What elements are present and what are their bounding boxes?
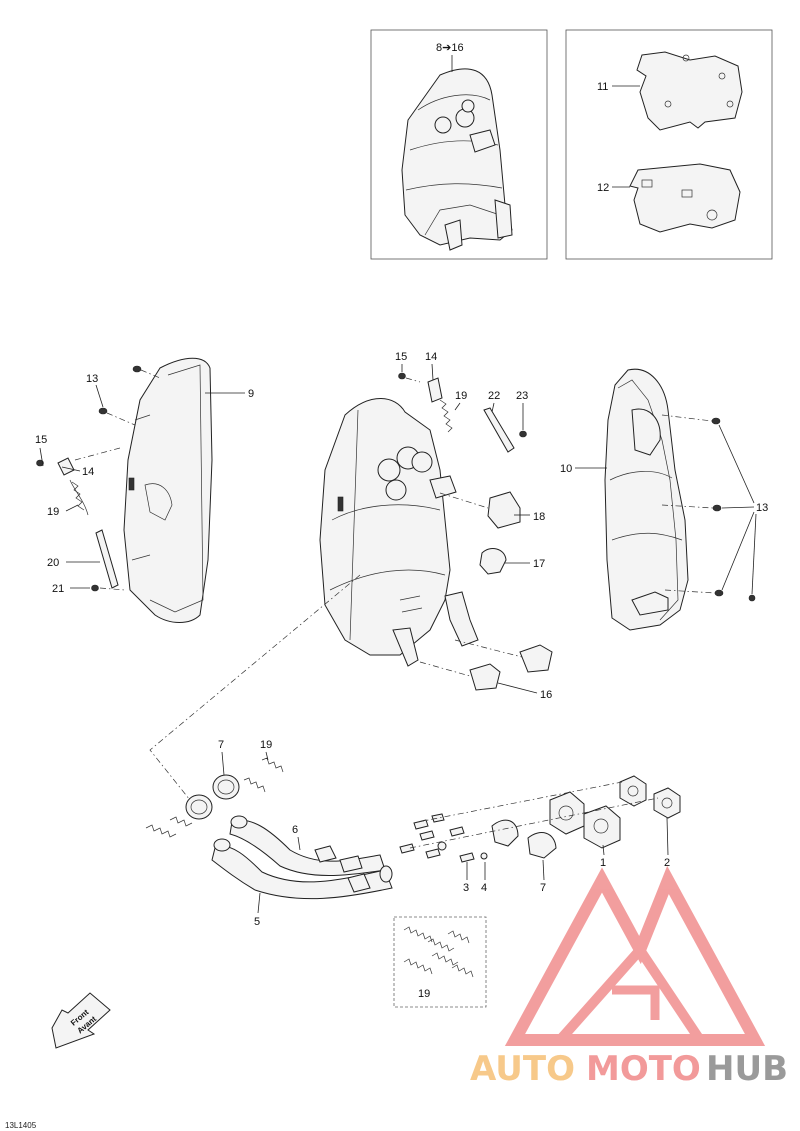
callout-15-left: 15	[35, 434, 47, 446]
right-hardware	[661, 414, 756, 602]
front-direction-arrow: Front Avant	[51, 992, 111, 1049]
callout-14-left: 14	[82, 466, 94, 478]
callout-19-left: 19	[47, 506, 59, 518]
callout-9: 9	[248, 388, 254, 400]
flange-hardware	[399, 775, 681, 863]
watermark-hub: HUB	[706, 1049, 788, 1089]
spring-kit-inset	[393, 916, 487, 1008]
callout-18: 18	[533, 511, 545, 523]
callout-17: 17	[533, 558, 545, 570]
callout-21: 21	[52, 583, 64, 595]
watermark-text: AUTO MOTO HUB	[470, 1049, 788, 1089]
callout-10: 10	[560, 463, 572, 475]
callout-8-16: 8➔16	[436, 42, 464, 54]
callout-11: 11	[597, 81, 608, 93]
watermark-logo	[504, 865, 766, 1046]
callout-19-kit: 19	[418, 988, 430, 1000]
watermark-moto: MOTO	[586, 1049, 701, 1089]
watermark-auto: AUTO	[470, 1049, 575, 1089]
center-muffler	[319, 398, 479, 667]
callout-15-center: 15	[395, 351, 407, 363]
inset-box-muffler-assembly	[370, 29, 548, 260]
callout-12: 12	[597, 182, 609, 194]
callout-2: 2	[664, 857, 670, 869]
callout-3: 3	[463, 882, 469, 894]
callout-22: 22	[488, 390, 500, 402]
left-hardware	[36, 365, 161, 592]
drawing-code: 13L1405	[5, 1121, 37, 1130]
callout-4: 4	[481, 882, 487, 894]
callout-16: 16	[540, 689, 552, 701]
callout-1: 1	[600, 857, 606, 869]
callout-5: 5	[254, 916, 260, 928]
callout-19-center: 19	[455, 390, 467, 402]
callout-7-right: 7	[540, 882, 546, 894]
callout-20: 20	[47, 557, 59, 569]
callout-14-center: 14	[425, 351, 437, 363]
center-hardware	[398, 372, 553, 691]
callout-13-right: 13	[756, 502, 768, 514]
callout-23: 23	[516, 390, 528, 402]
left-heat-shield	[123, 357, 213, 623]
callout-7-left: 7	[218, 739, 224, 751]
exhaust-headers	[211, 815, 393, 900]
right-heat-shield	[604, 368, 689, 631]
header-gaskets-springs	[145, 757, 284, 838]
callout-6: 6	[292, 824, 298, 836]
callout-19-top: 19	[260, 739, 272, 751]
callout-13-left: 13	[86, 373, 98, 385]
inset-box-heat-shields	[565, 29, 773, 260]
